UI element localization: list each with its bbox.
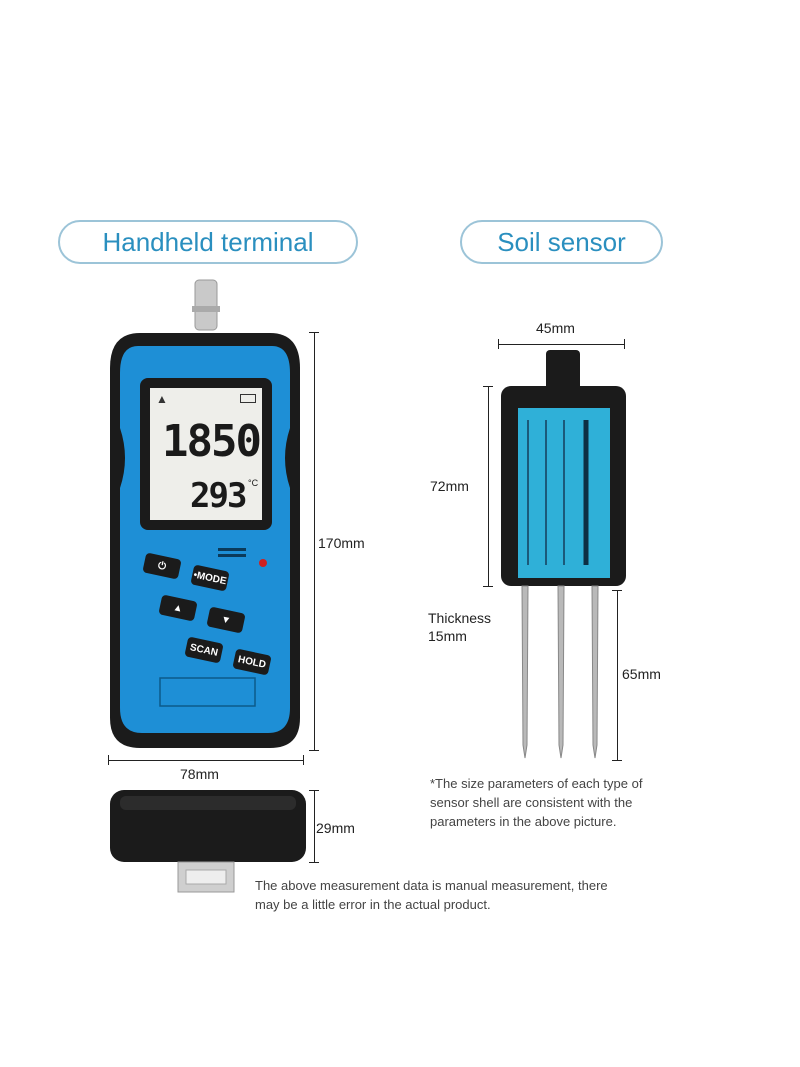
soil-sensor-image bbox=[496, 350, 636, 770]
lcd-warning-icon: ▲ bbox=[156, 392, 168, 406]
sensor-width-line bbox=[498, 344, 624, 345]
terminal-height-line bbox=[314, 332, 315, 750]
sensor-width-label: 45mm bbox=[536, 320, 575, 336]
terminal-height-label: 170mm bbox=[318, 535, 365, 551]
sensor-height-label: 72mm bbox=[430, 478, 469, 494]
terminal-depth-label: 29mm bbox=[316, 820, 355, 836]
probe-length-label: 65mm bbox=[622, 666, 661, 682]
probe-length-tick-top bbox=[612, 590, 622, 591]
handheld-terminal-image: ▲ 1850 293 °C ⏻ •MODE ▲ ▼ SCAN HOLD bbox=[100, 278, 310, 758]
sensor-width-tick-right bbox=[624, 339, 625, 349]
terminal-width-label: 78mm bbox=[180, 766, 219, 782]
sensor-thickness-label: Thickness bbox=[428, 610, 492, 626]
sensor-width-tick-left bbox=[498, 339, 499, 349]
sensor-height-line bbox=[488, 386, 489, 586]
lcd-unit: °C bbox=[248, 478, 259, 488]
terminal-width-tick-left bbox=[108, 755, 109, 765]
sensor-height-tick-bottom bbox=[483, 586, 493, 587]
sensor-thickness-value: 15mm bbox=[428, 628, 467, 644]
lcd-battery-icon bbox=[240, 394, 256, 403]
terminal-width-line bbox=[108, 760, 303, 761]
terminal-height-tick-bottom bbox=[309, 750, 319, 751]
terminal-depth-tick-top bbox=[309, 790, 319, 791]
sensor-size-note: *The size parameters of each type of sen… bbox=[430, 776, 643, 829]
probe-length-line bbox=[617, 590, 618, 760]
terminal-width-tick-right bbox=[303, 755, 304, 765]
terminal-depth-line bbox=[314, 790, 315, 862]
measurement-note: The above measurement data is manual mea… bbox=[255, 878, 608, 912]
probe-length-tick-bottom bbox=[612, 760, 622, 761]
terminal-height-tick-top bbox=[309, 332, 319, 333]
terminal-side-view-image bbox=[108, 788, 308, 898]
lcd-secondary-reading: 293 bbox=[190, 476, 247, 516]
handheld-terminal-title: Handheld terminal bbox=[58, 220, 358, 264]
soil-sensor-title: Soil sensor bbox=[460, 220, 663, 264]
sensor-height-tick-top bbox=[483, 386, 493, 387]
terminal-depth-tick-bottom bbox=[309, 862, 319, 863]
lcd-primary-reading: 1850 bbox=[162, 416, 262, 467]
